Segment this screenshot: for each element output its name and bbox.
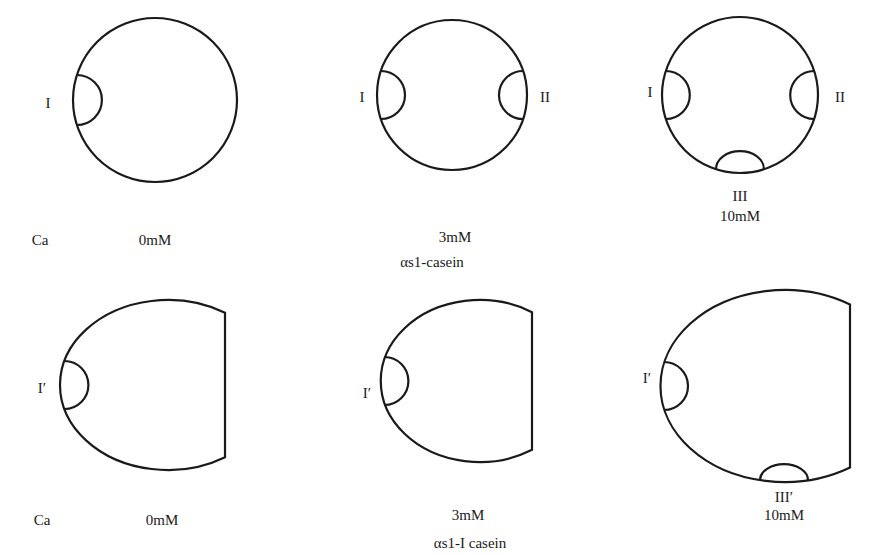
site-numeral: III [733, 189, 748, 204]
site-numeral: I [648, 85, 653, 100]
binding-site [381, 71, 405, 119]
protein-name: αs1-casein [400, 255, 464, 270]
binding-site [666, 71, 690, 119]
concentration-label: 10mM [720, 209, 760, 224]
truncated-circle [381, 300, 532, 462]
site-numeral: III′ [775, 490, 793, 505]
site-numeral: II [540, 90, 550, 105]
site-numeral: I [46, 96, 51, 111]
micelle-circle [377, 20, 527, 170]
ion-label: Ca [34, 513, 51, 528]
concentration-label: 3mM [452, 508, 485, 523]
concentration-label: 0mM [146, 513, 179, 528]
binding-site [499, 71, 523, 119]
micelle-circle [73, 18, 237, 182]
site-numeral: I′ [643, 371, 651, 386]
concentration-label: 0mM [139, 233, 172, 248]
micelle-circle [662, 17, 818, 173]
concentration-label: 10mM [764, 508, 804, 523]
binding-site [77, 75, 102, 125]
binding-site [716, 151, 764, 169]
site-numeral: II [835, 90, 845, 105]
site-numeral: I′ [38, 381, 46, 396]
ion-label: Ca [32, 233, 49, 248]
binding-site [790, 71, 814, 119]
binding-site [760, 464, 808, 480]
binding-site [64, 361, 88, 409]
binding-site [664, 362, 688, 410]
site-numeral: I′ [363, 386, 371, 401]
site-numeral: I [360, 90, 365, 105]
protein-name: αs1-I casein [434, 536, 506, 551]
truncated-circle [660, 290, 850, 482]
concentration-label: 3mM [439, 230, 472, 245]
binding-site [384, 357, 408, 405]
truncated-circle [60, 300, 225, 470]
